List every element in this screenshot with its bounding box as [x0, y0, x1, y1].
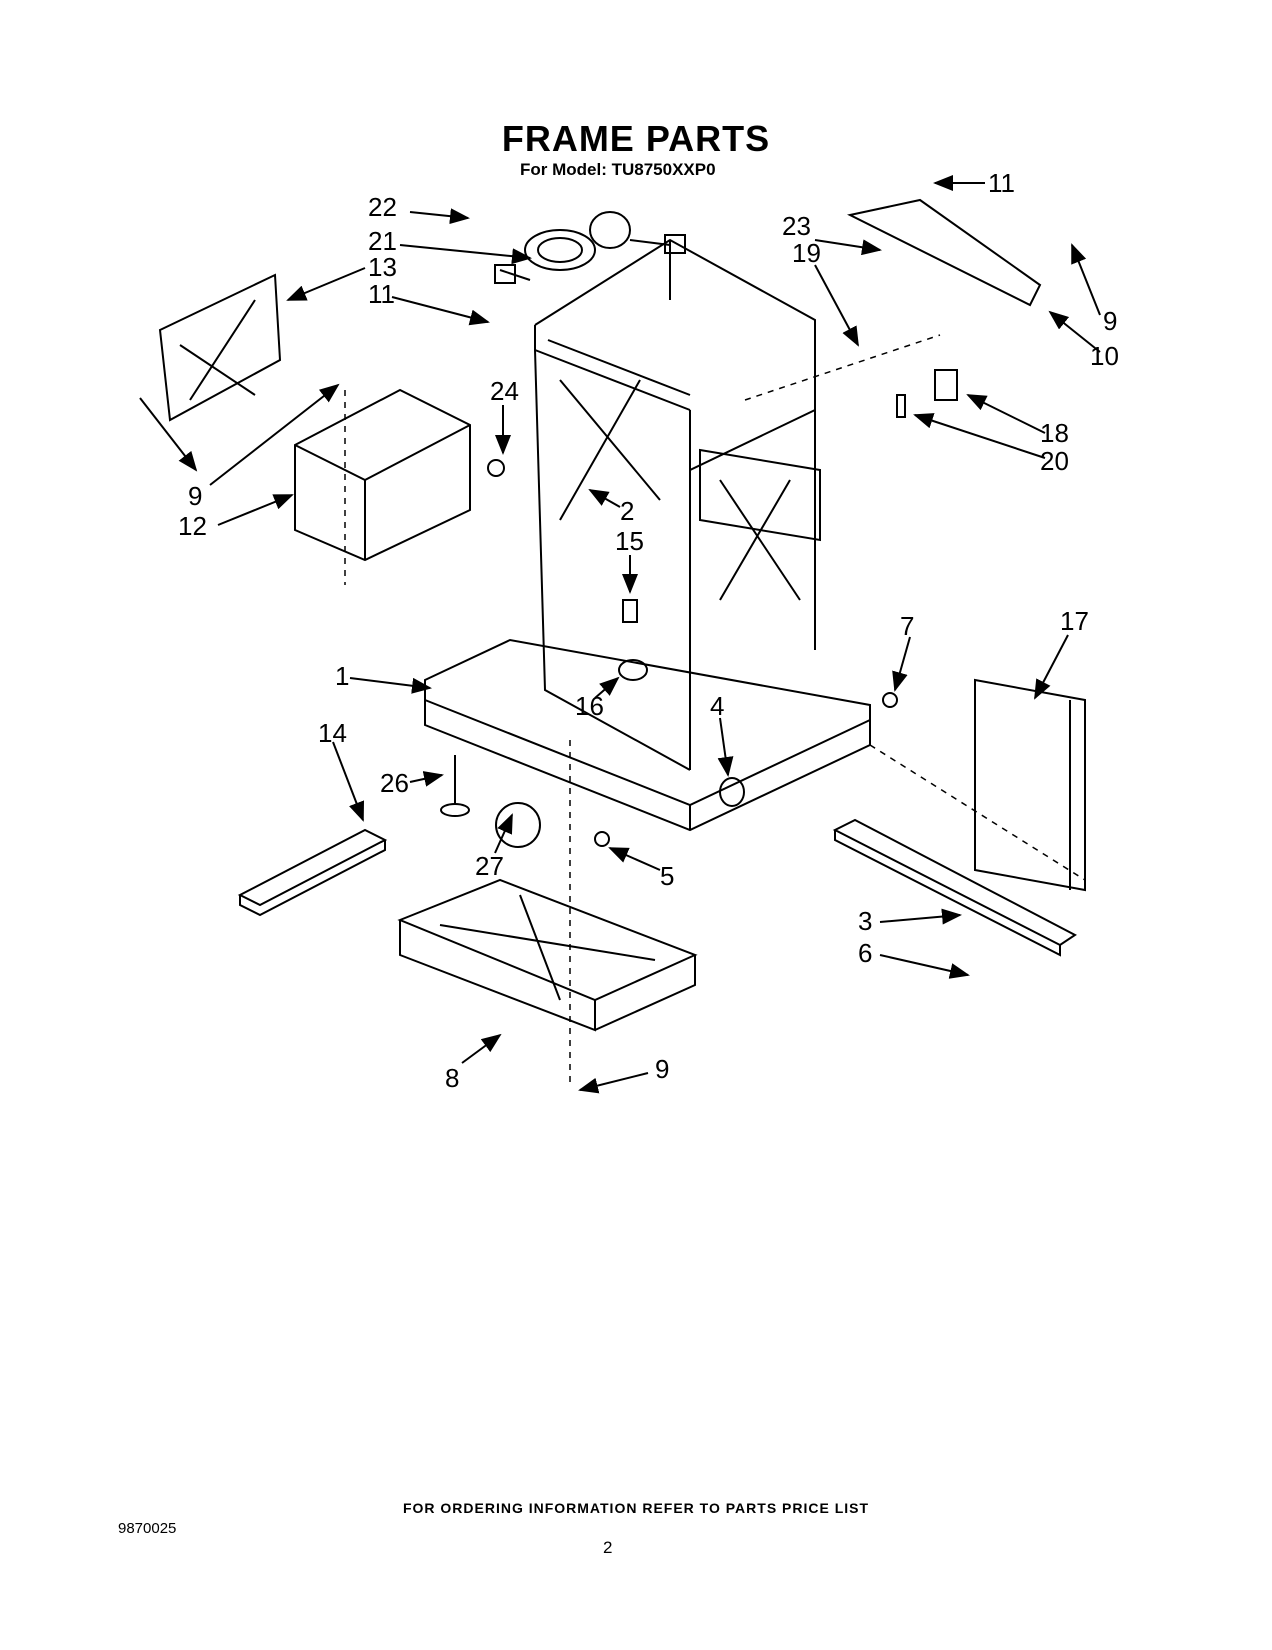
rail-3: [832, 818, 1077, 957]
callout-13: 13: [368, 252, 397, 282]
callout-15: 15: [615, 526, 644, 556]
bracket-10: [847, 198, 1042, 307]
ordering-note: FOR ORDERING INFORMATION REFER TO PARTS …: [402, 1500, 870, 1516]
page-title: FRAME PARTS: [501, 118, 771, 159]
callout-1: 1: [335, 661, 349, 691]
part-7: [882, 692, 898, 708]
callout-24: 24: [490, 376, 519, 406]
model-line: For Model: TU8750XXP0: [520, 160, 716, 179]
callout-9-b: 9: [188, 481, 202, 511]
callout-2: 2: [620, 496, 634, 526]
part-5: [594, 831, 610, 847]
callout-7: 7: [900, 611, 914, 641]
tub-frame: [534, 238, 821, 771]
callout-3: 3: [858, 906, 872, 936]
cover-12: [294, 388, 471, 562]
callout-22: 22: [368, 192, 397, 222]
document-number: 9870025: [118, 1520, 177, 1537]
callout-10: 10: [1090, 341, 1119, 371]
callout-11-a: 11: [368, 279, 395, 309]
callout-23: 23: [782, 211, 811, 241]
callout-12: 12: [178, 511, 207, 541]
part-15: [622, 599, 638, 623]
part-4: [719, 777, 745, 807]
callout-9-c: 9: [655, 1054, 669, 1084]
page-number: 2: [603, 1538, 613, 1557]
callout-8: 8: [445, 1063, 459, 1093]
strip-14: [237, 828, 388, 917]
callout-26: 26: [380, 768, 409, 798]
callout-4: 4: [710, 691, 724, 721]
callout-11-b: 11: [988, 168, 1015, 198]
part-16: [618, 659, 648, 681]
callout-9-a: 9: [1103, 306, 1117, 336]
part-20: [896, 394, 906, 418]
rear-panel-13: [158, 273, 282, 422]
part-27: [495, 802, 541, 848]
callout-14: 14: [318, 718, 347, 748]
callout-5: 5: [660, 861, 674, 891]
callout-21: 21: [368, 226, 397, 256]
callout-6: 6: [858, 938, 872, 968]
callout-20: 20: [1040, 446, 1069, 476]
callout-19: 19: [792, 238, 821, 268]
part-24: [487, 459, 505, 477]
callout-18: 18: [1040, 418, 1069, 448]
callout-17: 17: [1060, 606, 1089, 636]
bottom-tray: [397, 878, 698, 1032]
callout-27: 27: [475, 851, 504, 881]
callout-16: 16: [575, 691, 604, 721]
side-panel-17: [974, 678, 1086, 892]
part-18: [934, 369, 958, 401]
